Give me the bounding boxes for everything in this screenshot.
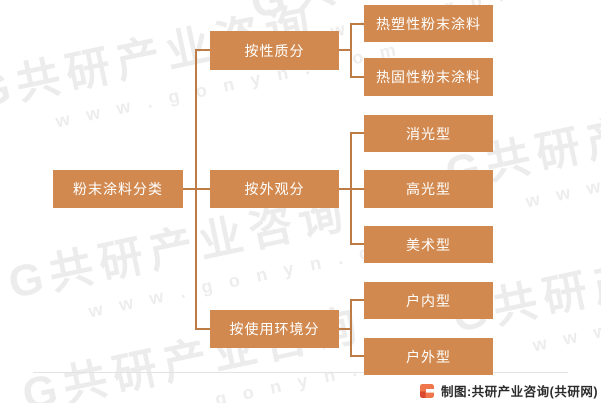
node-leaf-high-gloss-type: 高光型 (364, 170, 493, 208)
credit-text: 制图:共研产业咨询(共研网) (441, 385, 598, 399)
node-branch-by-appearance: 按外观分 (210, 170, 339, 208)
connector-to-leaf-matte (350, 132, 364, 134)
node-root-powder-coating-classification: 粉末涂料分类 (53, 170, 183, 208)
connector-to-leaf-thermoplastic (350, 23, 364, 25)
node-leaf-art-type: 美术型 (364, 226, 493, 263)
node-leaf-indoor-type: 户内型 (364, 282, 493, 319)
node-branch-by-property: 按性质分 (210, 31, 339, 70)
footer-credit: 制图:共研产业咨询(共研网) (420, 381, 598, 400)
connector-branch3-stub (339, 328, 352, 330)
connector-root-to-branch2 (183, 188, 210, 190)
footer-divider-line (33, 372, 568, 373)
connector-to-leaf-highgloss (339, 188, 364, 190)
gonyn-logo-icon (420, 383, 434, 398)
connector-trunk-to-branch1 (195, 49, 210, 51)
connector-to-leaf-art (350, 243, 364, 245)
connector-to-leaf-thermoset (350, 76, 364, 78)
connector-to-leaf-outdoor (350, 355, 364, 357)
connector-trunk-to-branch3 (195, 328, 210, 330)
node-leaf-matte-type: 消光型 (364, 115, 493, 152)
connector-to-leaf-indoor (350, 299, 364, 301)
node-leaf-thermosetting-powder: 热固性粉末涂料 (364, 58, 493, 96)
node-leaf-outdoor-type: 户外型 (364, 338, 493, 375)
connector-branch1-stub (339, 49, 352, 51)
node-branch-by-environment: 按使用环境分 (210, 310, 339, 348)
node-leaf-thermoplastic-powder: 热塑性粉末涂料 (364, 5, 493, 42)
